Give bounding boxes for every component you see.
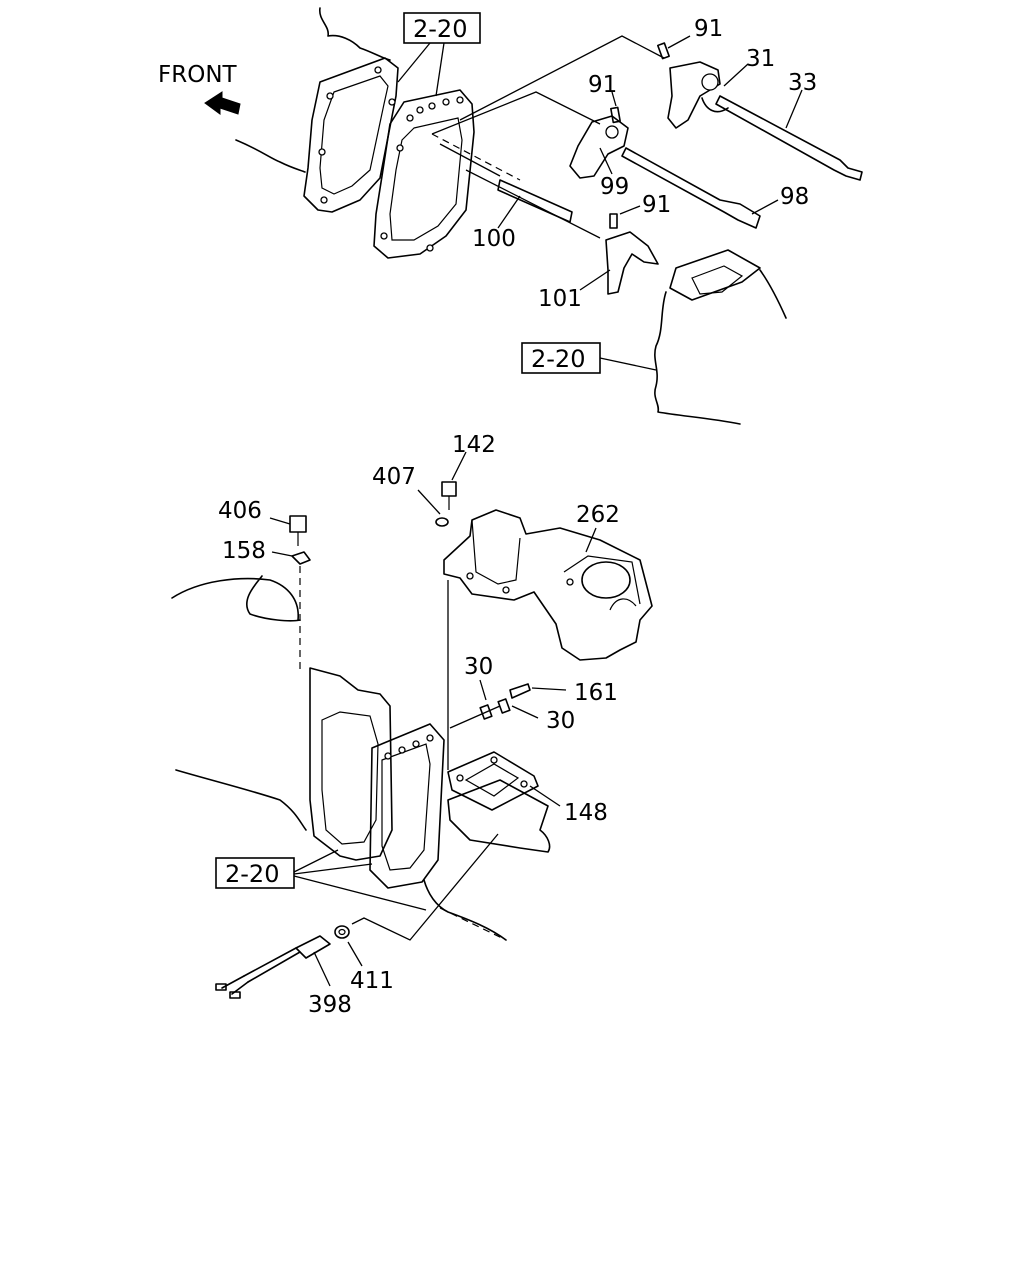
svg-text:30: 30 [464, 654, 493, 680]
svg-text:30: 30 [546, 708, 575, 734]
svg-text:398: 398 [308, 992, 352, 1018]
svg-text:91: 91 [694, 16, 723, 42]
ref-box-bottom: 2-20 [215, 849, 427, 911]
svg-text:101: 101 [538, 286, 582, 312]
main-housing-bottom [171, 575, 551, 941]
svg-text:91: 91 [588, 72, 617, 98]
ref-label-top: 2-20 [413, 15, 467, 43]
part-142-bolt: 142 [441, 432, 496, 510]
part-407-washer: 407 [372, 464, 449, 527]
front-arrow-icon [204, 91, 241, 115]
front-indicator: FRONT [158, 62, 241, 115]
part-398-switch: 398 [215, 935, 352, 1018]
part-158-clip: 158 [222, 538, 311, 565]
svg-text:161: 161 [574, 680, 618, 706]
svg-text:158: 158 [222, 538, 266, 564]
ref-box-top: 2-20 [397, 12, 481, 97]
svg-text:33: 33 [788, 70, 817, 96]
part-91-pin-c: 91 [609, 192, 671, 229]
svg-text:99: 99 [600, 174, 629, 200]
svg-text:31: 31 [746, 46, 775, 72]
svg-text:100: 100 [472, 226, 516, 252]
part-148-gasket: 148 [447, 751, 608, 826]
case-plate-top [373, 89, 475, 259]
svg-text:2-20: 2-20 [225, 860, 279, 888]
svg-text:98: 98 [780, 184, 809, 210]
part-101-shift-fork: 101 [538, 231, 659, 312]
part-262-control-housing: 262 [443, 502, 653, 661]
svg-text:2-20: 2-20 [531, 345, 585, 373]
guide-lines-top [431, 35, 665, 239]
part-406-bolt: 406 [218, 498, 307, 546]
svg-text:411: 411 [350, 968, 394, 994]
part-31-shift-fork: 31 [667, 46, 775, 129]
svg-text:91: 91 [642, 192, 671, 218]
svg-text:262: 262 [576, 502, 620, 528]
part-98-shift-rod: 98 [621, 147, 809, 229]
part-33-shift-rod: 33 [715, 70, 863, 181]
part-411-washer: 411 [334, 833, 499, 994]
part-30-dowel-b: 30 [497, 698, 575, 734]
part-161-pin: 161 [509, 680, 618, 706]
svg-text:148: 148 [564, 800, 608, 826]
case-outline-top-right: 2-20 [521, 249, 787, 425]
part-91-pin-b: 91 [588, 72, 621, 124]
part-100-rod: 100 [472, 179, 573, 252]
part-99-shift-fork: 99 [569, 115, 629, 200]
svg-text:407: 407 [372, 464, 416, 490]
housing-outline-top [235, 7, 391, 173]
part-30-dowel-a: 30 [464, 654, 493, 720]
svg-text:406: 406 [218, 498, 262, 524]
front-label: FRONT [158, 62, 238, 88]
part-91-pin-a: 91 [656, 16, 723, 60]
svg-text:142: 142 [452, 432, 496, 458]
gasket-top [303, 57, 399, 213]
